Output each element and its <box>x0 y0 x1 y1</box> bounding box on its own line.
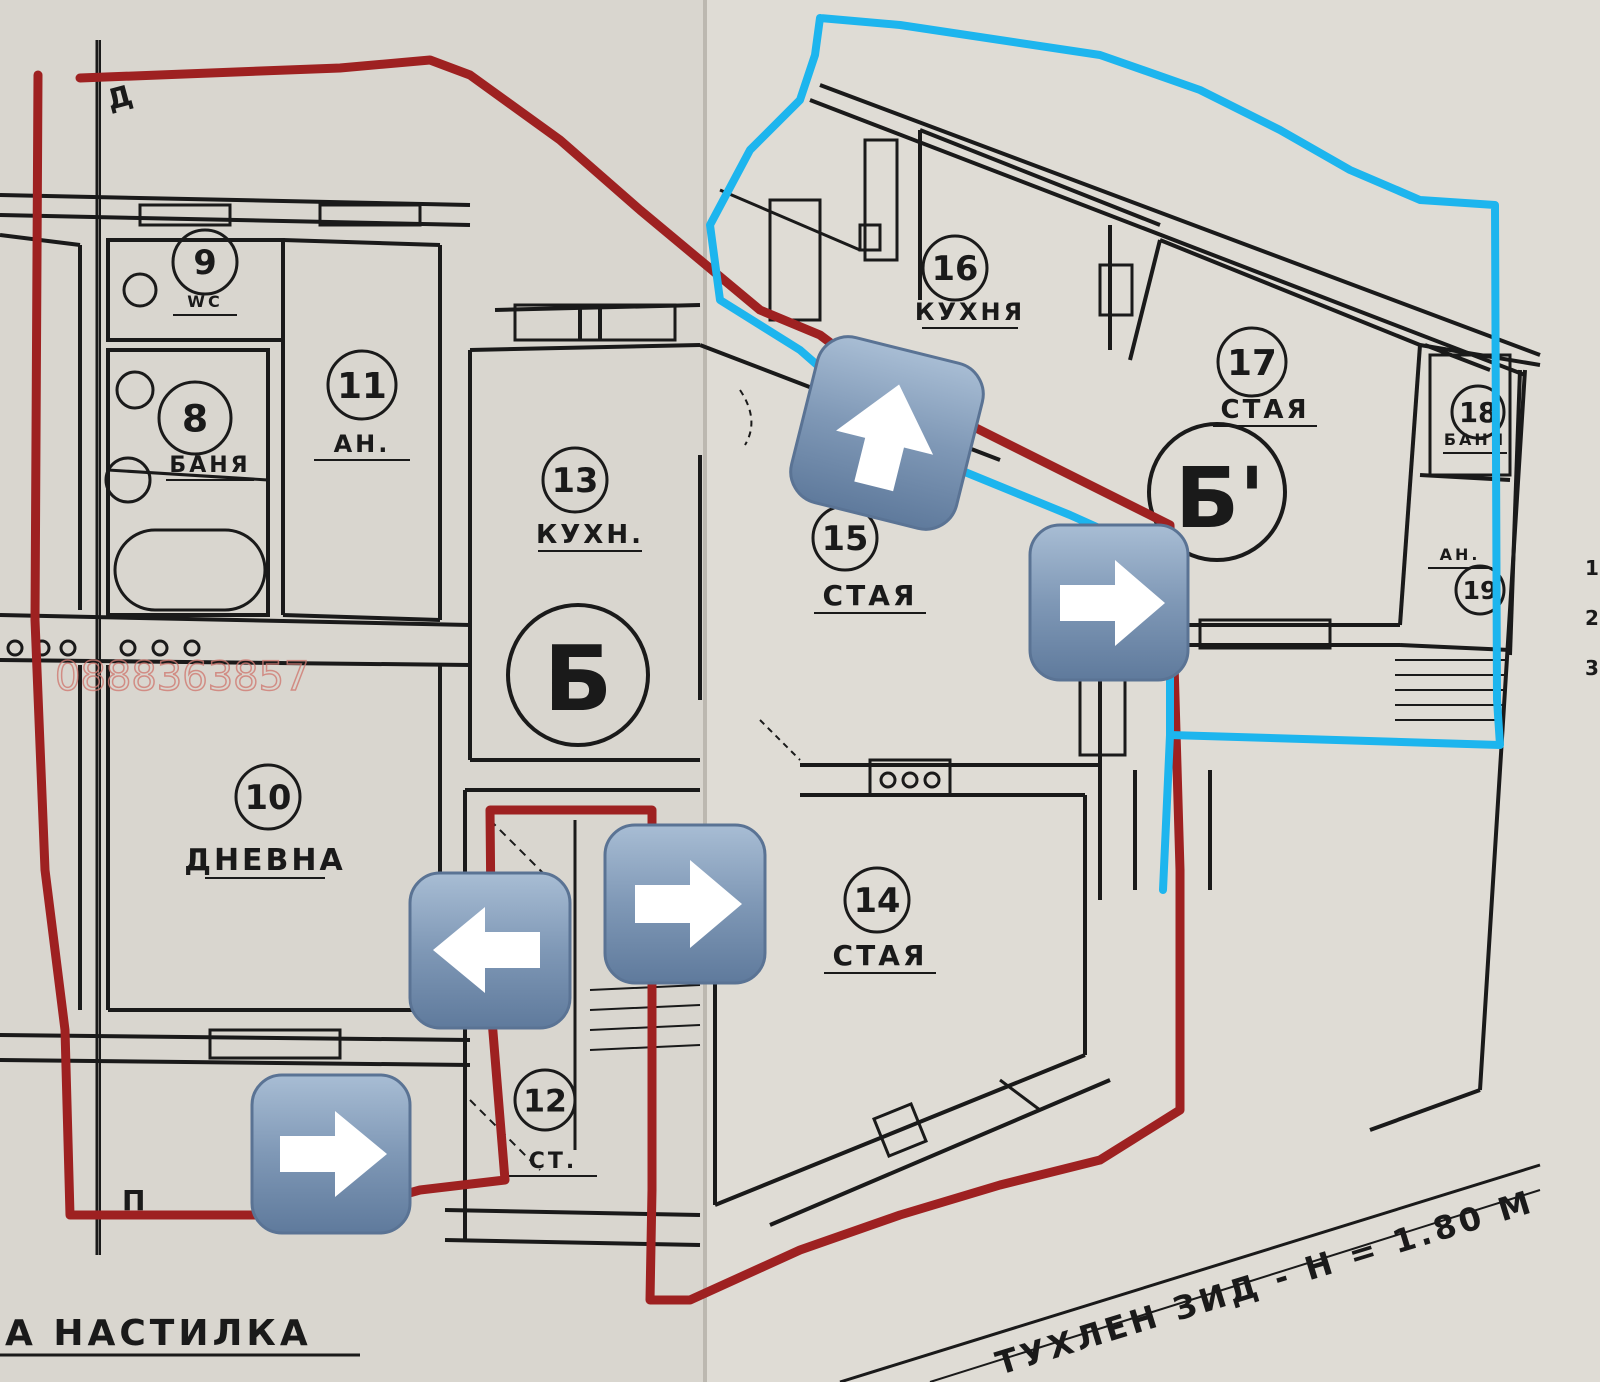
room-label: КУХНЯ <box>915 298 1025 326</box>
arrow-up-icon <box>836 384 934 492</box>
room-number: 14 <box>854 881 901 920</box>
room-number: 18 <box>1459 398 1497 429</box>
room-number-circle <box>171 228 239 296</box>
section-b-prime-label: Б' <box>1175 449 1265 547</box>
room-number-circle <box>326 349 398 421</box>
arrow-up-button[interactable] <box>784 330 990 536</box>
room-number: 16 <box>932 249 979 288</box>
arrow-left-button[interactable] <box>408 871 572 1030</box>
room-label: КУХН. <box>536 520 644 550</box>
room-label: СТ. <box>529 1149 578 1174</box>
vent-marks <box>6 639 941 789</box>
room-number: 13 <box>552 461 599 500</box>
phone-watermark: 0888363857 <box>55 654 310 700</box>
arrow-right-icon <box>635 860 742 948</box>
room-number: 19 <box>1462 576 1497 605</box>
room-label: БАНЯ <box>1444 430 1506 449</box>
room-label: БАНЯ <box>169 453 250 478</box>
arrow-right-button-southwest[interactable] <box>250 1073 412 1235</box>
room-label: ДНЕВНА <box>184 843 346 878</box>
room-number-circle <box>1454 564 1506 616</box>
room-number: 12 <box>523 1083 567 1119</box>
margin-mark-3: 3 <box>1585 656 1599 680</box>
room-number-circle <box>541 446 609 514</box>
room-number: 15 <box>822 519 869 558</box>
blue-outline-main <box>706 14 1504 894</box>
margin-mark-2: 2 <box>1585 606 1599 630</box>
section-b-label: Б <box>544 627 613 732</box>
room-number-circle <box>513 1068 577 1132</box>
room-number-circle <box>1216 326 1288 398</box>
arrow-right-button-center[interactable] <box>603 823 767 985</box>
room-label: АН. <box>1440 545 1481 564</box>
arrow-left-icon <box>433 907 540 993</box>
room-9: 9WC <box>171 228 239 316</box>
room-label: СТАЯ <box>1221 395 1310 425</box>
room-number-circle <box>1450 384 1506 440</box>
room-label: СТАЯ <box>833 939 928 972</box>
room-number: 17 <box>1227 343 1277 384</box>
room-number-circle <box>843 866 911 934</box>
corner-p-label: П <box>122 1184 145 1217</box>
room-label: АН. <box>334 430 391 458</box>
room-number: 10 <box>245 778 292 817</box>
room-number: 11 <box>337 366 387 407</box>
room-labels: 8БАНЯ9WC10ДНЕВНА11АН.12СТ.13КУХН.14СТАЯ1… <box>157 228 1507 1177</box>
room-label: WC <box>187 292 222 311</box>
section-b-prime: Б' <box>1147 422 1287 562</box>
room-number-circle <box>234 763 302 831</box>
room-19: 19 АН. <box>1428 545 1506 616</box>
blue-outline <box>706 14 1504 894</box>
room-number-circle <box>921 234 989 302</box>
arrow-right-icon <box>1060 560 1165 646</box>
pavement-label: А НАСТИЛКА <box>5 1313 312 1354</box>
section-b: Б <box>506 603 650 747</box>
arrow-right-icon <box>280 1111 387 1197</box>
room-label: СТАЯ <box>823 579 918 612</box>
margin-mark-1: 1 <box>1585 556 1599 580</box>
arrow-right-button-east[interactable] <box>1028 523 1190 682</box>
room-number-circle <box>157 380 233 456</box>
room-number: 8 <box>182 397 208 441</box>
room-number: 9 <box>193 243 216 282</box>
